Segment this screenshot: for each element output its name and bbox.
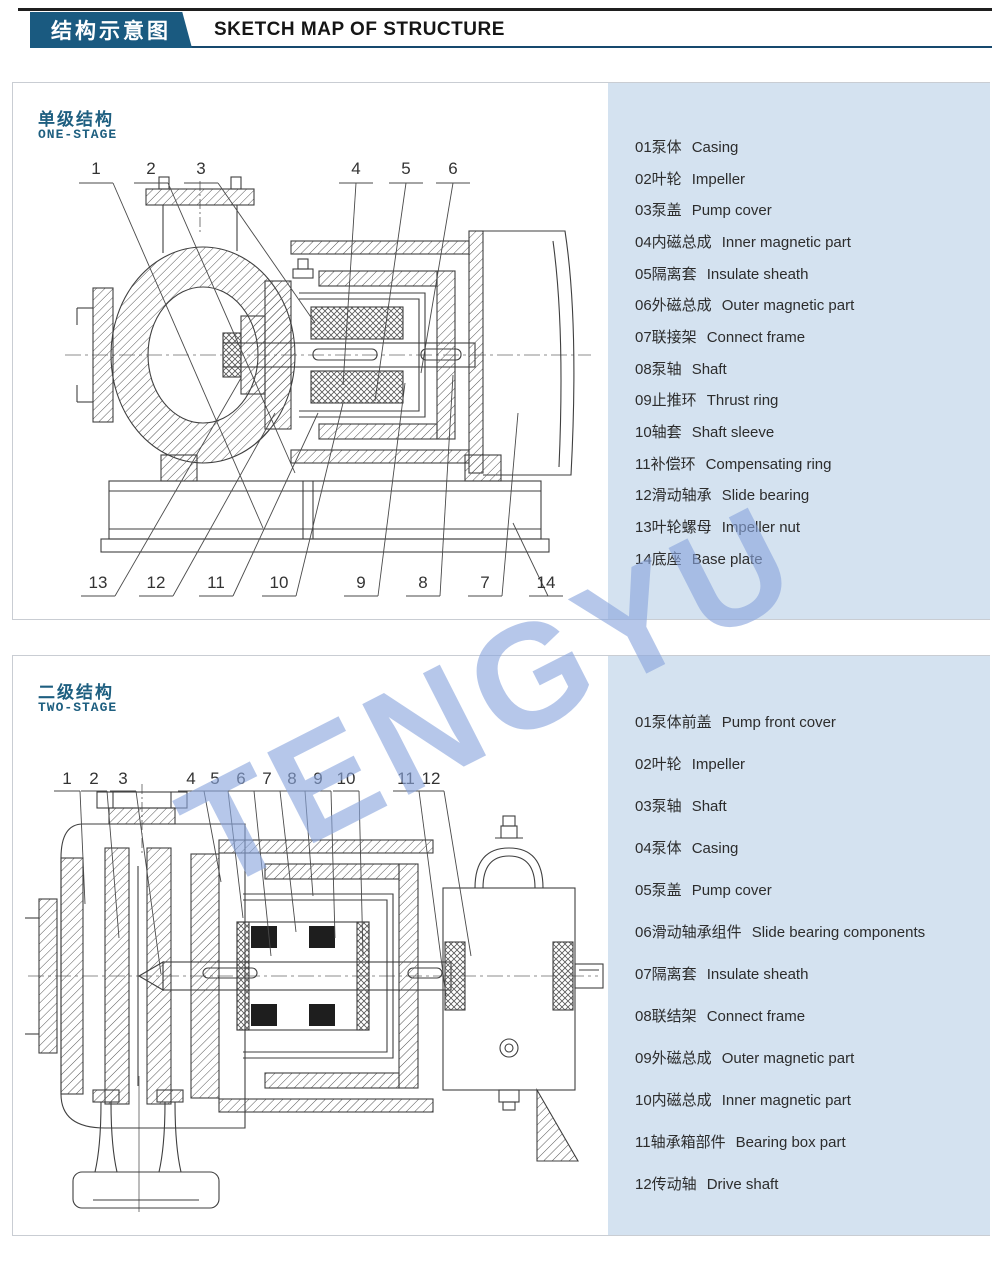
- part-number-label: 7: [480, 573, 490, 592]
- part-number-label: 7: [262, 769, 272, 788]
- page-title-box: 结构示意图: [30, 12, 192, 48]
- part-number-label: 1: [91, 159, 101, 178]
- part-number-label: 8: [418, 573, 428, 592]
- section-title-zh: 单级结构: [38, 110, 114, 129]
- part-number-label: 10: [336, 769, 356, 788]
- part-number-label: 2: [89, 769, 99, 788]
- part-number-label: 3: [118, 769, 128, 788]
- part-number-label: 8: [287, 769, 297, 788]
- part-number-label: 11: [397, 769, 415, 788]
- page-title-zh: 结构示意图: [51, 20, 171, 43]
- top-rule: [18, 8, 992, 11]
- section-title-zh: 二级结构: [38, 683, 114, 702]
- part-number-label: 13: [88, 573, 108, 592]
- part-number-label: 2: [146, 159, 156, 178]
- part-number-label: 9: [356, 573, 366, 592]
- part-number-label: 3: [196, 159, 206, 178]
- part-number-label: 9: [313, 769, 323, 788]
- part-number-label: 5: [210, 769, 220, 788]
- part-number-label: 1: [62, 769, 72, 788]
- section-title-en: ONE-STAGE: [38, 127, 118, 142]
- part-number-label: 5: [401, 159, 411, 178]
- one-stage-pump-drawing: [65, 176, 591, 597]
- part-number-label: 14: [536, 573, 556, 592]
- section-title-en: TWO-STAGE: [38, 700, 118, 715]
- header-underline: [30, 46, 992, 48]
- part-number-label: 6: [448, 159, 458, 178]
- two-stage-pump-drawing: [25, 784, 604, 1212]
- part-number-label: 10: [269, 573, 289, 592]
- part-number-label: 4: [186, 769, 196, 788]
- page-title-en: SKETCH MAP OF STRUCTURE: [214, 19, 505, 40]
- part-number-label: 11: [207, 573, 225, 592]
- part-number-label: 4: [351, 159, 361, 178]
- part-number-label: 12: [146, 573, 166, 592]
- part-number-label: 12: [421, 769, 441, 788]
- part-number-label: 6: [236, 769, 246, 788]
